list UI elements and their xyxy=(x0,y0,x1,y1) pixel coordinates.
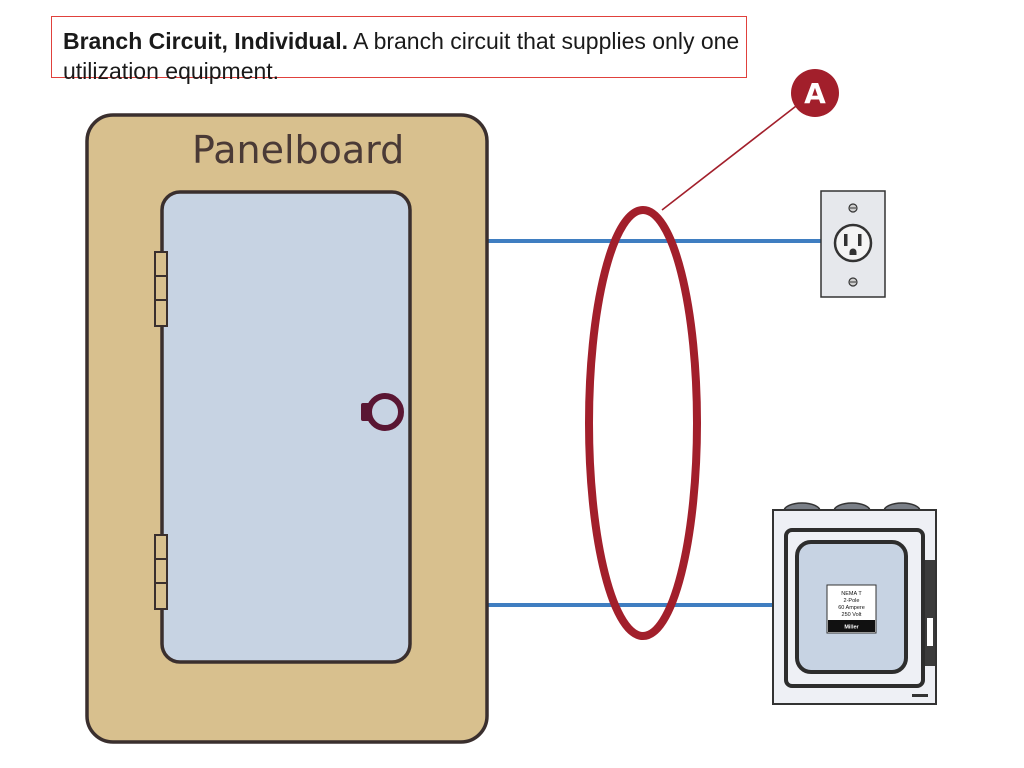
door-hinge-bottom xyxy=(154,534,168,610)
door-hinge-top xyxy=(154,251,168,327)
disconnect-switch: NEMA T 2-Pole 60 Ampere 250 Volt Miller xyxy=(772,502,937,705)
callout-leader-line xyxy=(661,102,801,211)
panelboard: Panelboard xyxy=(85,113,489,744)
nameplate: NEMA T 2-Pole 60 Ampere 250 Volt Miller xyxy=(826,584,877,634)
definition-box: Branch Circuit, Individual. A branch cir… xyxy=(51,16,747,84)
disconnect-handle[interactable] xyxy=(925,560,935,666)
door-latch-icon[interactable] xyxy=(361,393,404,431)
screw-icon xyxy=(848,203,858,213)
disconnect-frame xyxy=(784,528,925,688)
nameplate-line: NEMA T xyxy=(841,591,862,597)
callout-a-badge: A xyxy=(791,69,839,117)
nameplate-brand: Miller xyxy=(844,625,859,631)
nameplate-line: 2-Pole xyxy=(844,598,860,604)
panelboard-door[interactable] xyxy=(160,190,412,664)
receptacle xyxy=(820,190,886,298)
callout-letter: A xyxy=(804,77,826,110)
nameplate-line: 250 Volt xyxy=(842,612,862,618)
nameplate-line: 60 Ampere xyxy=(838,605,865,611)
handle-slot xyxy=(927,618,933,646)
panelboard-title: Panelboard xyxy=(192,128,404,172)
screw-icon xyxy=(848,277,858,287)
branch-circuit-ellipse xyxy=(585,206,701,640)
definition-term: Branch Circuit, Individual. xyxy=(63,28,348,54)
enclosure-tab xyxy=(912,694,928,697)
outlet-icon xyxy=(833,223,873,263)
definition-text: A branch circuit that supplies only one … xyxy=(63,28,740,84)
